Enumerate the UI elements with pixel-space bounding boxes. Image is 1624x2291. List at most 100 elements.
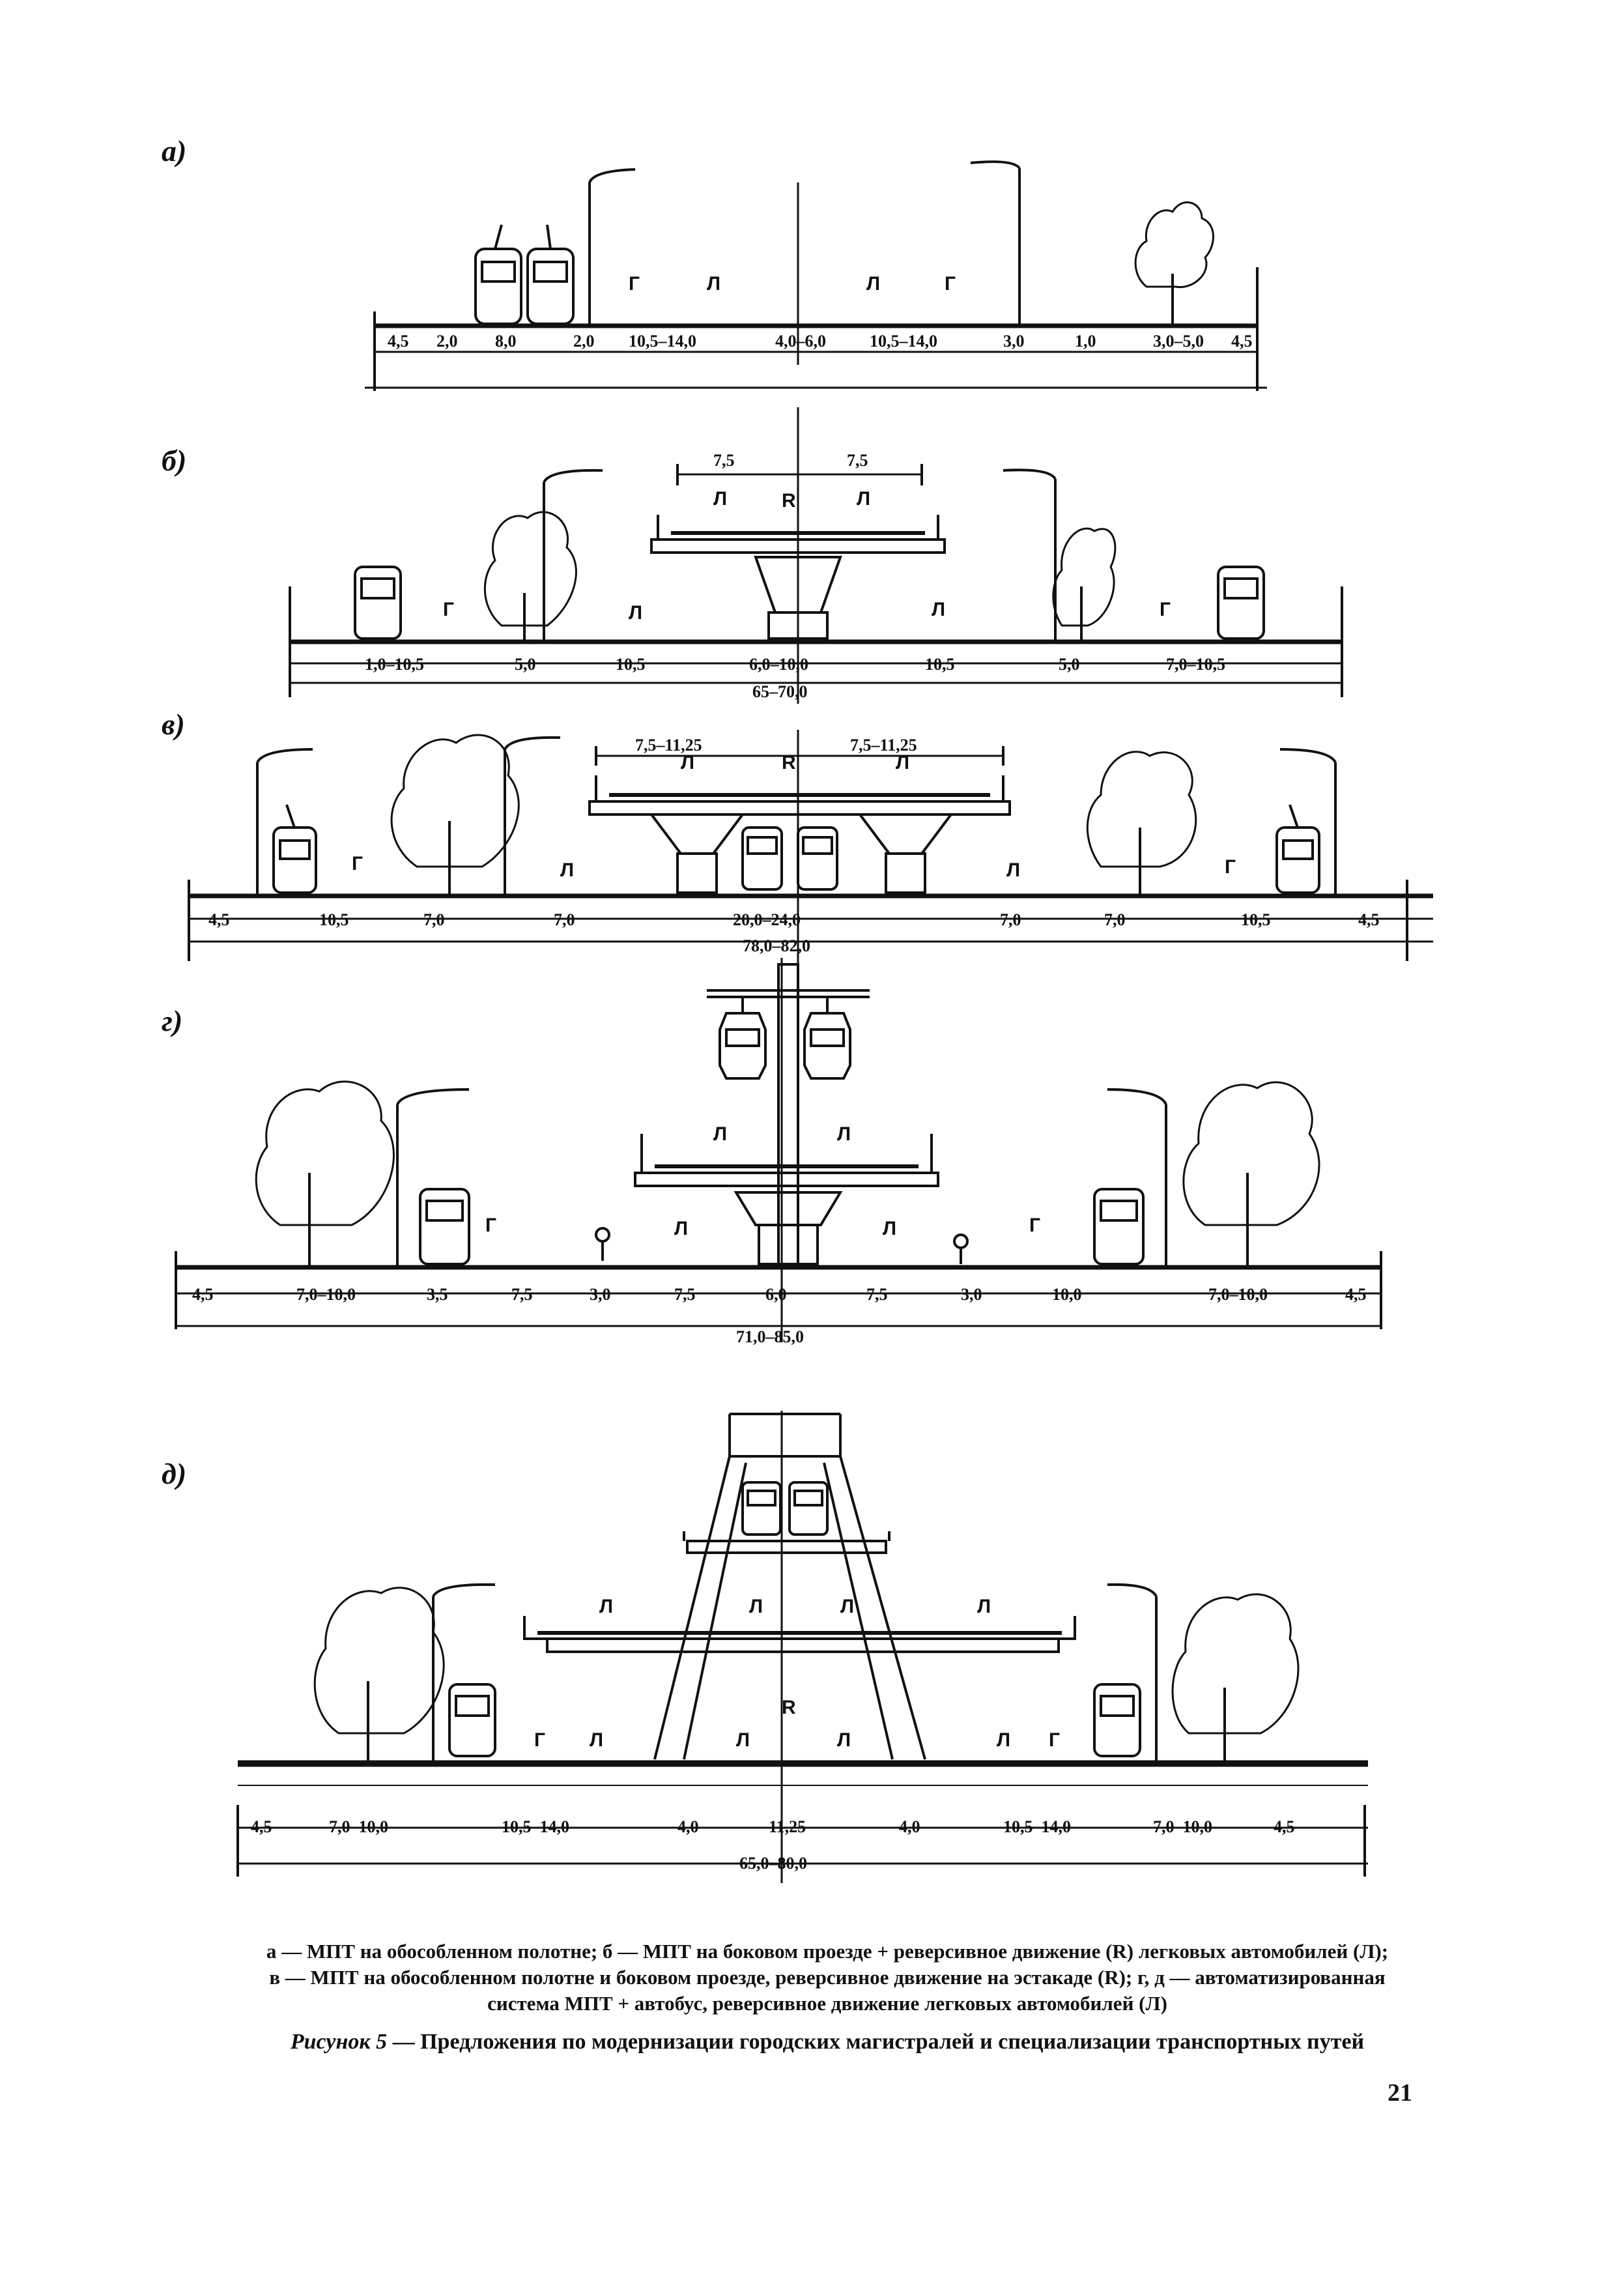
dim-label: 10,5–14,0: [502, 1817, 569, 1836]
annotation-text: Г Л Л Г 4,5 2,0 8,0 2,0 10,5–14,0 4,0–6,…: [192, 273, 1380, 1873]
figure-number: Рисунок 5: [290, 2030, 388, 2054]
dim-label: 4,0: [899, 1817, 920, 1836]
caption-line: система МПТ + автобус, реверсивное движе…: [487, 1992, 1167, 2015]
dim-label: 3,0: [961, 1285, 982, 1304]
elevated-deck: [523, 1616, 1076, 1653]
dim-label: 4,5: [251, 1817, 272, 1836]
deck-symbol: Л: [713, 1123, 727, 1145]
lane-symbol: Л: [590, 1729, 603, 1751]
street-lamp-icon: [1107, 1088, 1167, 1267]
dim-total: 65–70,0: [752, 682, 808, 701]
section-a: [365, 160, 1267, 391]
section-b: [289, 407, 1343, 704]
tram-icon: [741, 1481, 829, 1536]
lane-symbol: Г: [1049, 1729, 1060, 1751]
tree-icon: [255, 1080, 395, 1267]
tree-icon: [390, 734, 520, 896]
panel-label-b: б): [162, 444, 187, 477]
dim-label: 4,5: [1274, 1817, 1295, 1836]
deck-dim-label: 7,5–11,25: [850, 736, 917, 755]
dim-label: 4,5: [1231, 332, 1253, 351]
lane-symbol: Г: [629, 273, 640, 295]
panel-label-v: в): [162, 708, 185, 741]
lane-symbol: Г: [443, 599, 454, 620]
lane-symbol: Г: [485, 1215, 496, 1236]
bus-icon: [419, 1188, 470, 1265]
dim-label: 4,5: [1345, 1285, 1367, 1304]
dim-label: 7,5: [866, 1285, 888, 1304]
panel-label-g: г): [162, 1004, 183, 1037]
section-d: [236, 1411, 1368, 1883]
dim-label: 3,0: [1003, 332, 1025, 351]
reversible-symbol: R: [782, 1697, 796, 1718]
bus-icon: [1093, 1683, 1141, 1757]
elevated-deck: [634, 1134, 939, 1265]
tree-icon: [1182, 1081, 1320, 1267]
deck-symbol: Л: [681, 752, 694, 773]
dim-total: 78,0–82,0: [743, 936, 810, 955]
dim-label: 10,5–14,0: [629, 332, 696, 351]
dim-label: 3,0: [590, 1285, 611, 1304]
dim-label: 3,0–5,0: [1153, 332, 1204, 351]
dim-label: 6,0: [765, 1285, 787, 1304]
deck-dim-label: 7,5: [847, 451, 868, 470]
dim-label: 2,0: [573, 332, 595, 351]
lane-symbol: Г: [1029, 1215, 1040, 1236]
caption-line: а — МПТ на обособленном полотне; б — МПТ…: [266, 1940, 1389, 1963]
dim-label: 10,5–14,0: [870, 332, 937, 351]
bus-icon: [1093, 1188, 1145, 1265]
tram-icon: [474, 224, 575, 325]
deck-symbol: Л: [857, 488, 870, 510]
deck-symbol: Л: [840, 1596, 854, 1617]
dim-label: 7,0: [423, 910, 445, 929]
tree-icon: [1134, 201, 1214, 326]
tree-icon: [1086, 751, 1197, 896]
lane-symbol: Л: [932, 599, 945, 620]
dim-label: 4,5: [1358, 910, 1380, 929]
dim-label: 4,5: [208, 910, 230, 929]
street-lamp-icon: [1003, 468, 1057, 642]
dim-label: 10,5: [1241, 910, 1271, 929]
elevated-deck: [588, 775, 1011, 894]
lane-symbol: Л: [837, 1729, 851, 1751]
deck-symbol: Л: [599, 1596, 613, 1617]
dim-label: 7,0–10,0: [296, 1285, 356, 1304]
bus-icon: [1217, 566, 1265, 640]
dim-label: 7,0–10,0: [1208, 1285, 1268, 1304]
dim-label: 7,0: [554, 910, 575, 929]
dim-label: 11,25: [769, 1817, 806, 1836]
dim-label: 1,0: [1075, 332, 1096, 351]
section-g: [175, 958, 1382, 1342]
elevated-deck: [650, 515, 946, 640]
dim-label: 7,0–10,0: [1153, 1817, 1212, 1836]
deck-symbol: Л: [837, 1123, 851, 1145]
lane-symbol: Г: [1225, 856, 1236, 878]
monorail-mast: [707, 963, 870, 1265]
pedestrian-icon: [595, 1227, 969, 1264]
lane-symbol: Л: [866, 273, 880, 295]
dim-total: 71,0–85,0: [736, 1327, 804, 1346]
dim-label: 10,5: [319, 910, 349, 929]
dim-label: 7,0: [1104, 910, 1126, 929]
dim-label: 8,0: [495, 332, 517, 351]
street-lamp-icon: [504, 736, 561, 896]
lane-symbol: Л: [674, 1218, 688, 1239]
dim-label: 7,0–10,0: [329, 1817, 388, 1836]
dim-label: 6,0–10,0: [749, 655, 808, 674]
deck-symbol: Л: [713, 488, 727, 510]
dim-label: 7,5: [511, 1285, 533, 1304]
bus-icon: [354, 566, 402, 640]
tram-icon: [741, 826, 838, 891]
dim-label: 7,0: [1000, 910, 1021, 929]
deck-symbol: Л: [977, 1596, 991, 1617]
dim-label: 3,5: [427, 1285, 448, 1304]
panel-label-d: д): [162, 1457, 187, 1490]
tram-icon: [1275, 804, 1320, 894]
bus-icon: [448, 1683, 496, 1757]
dim-label: 10,5: [925, 655, 955, 674]
dim-label: 5,0: [515, 655, 536, 674]
street-lamp-icon: [396, 1088, 470, 1267]
dim-label: 1,0–10,5: [365, 655, 424, 674]
deck-dim-label: 7,5–11,25: [635, 736, 702, 755]
